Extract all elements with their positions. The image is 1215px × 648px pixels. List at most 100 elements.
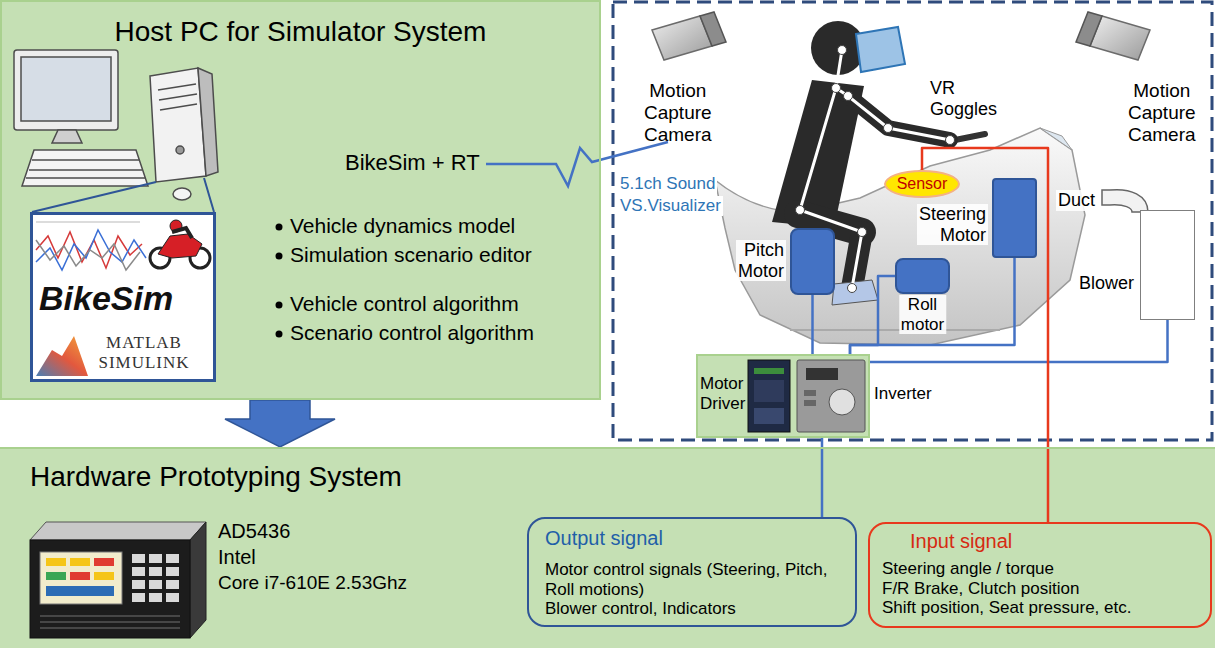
signal-heading: Input signal (882, 530, 1198, 553)
computer-icon (198, 68, 218, 176)
callout-line (204, 178, 214, 212)
computer-icon (52, 130, 82, 143)
motor-cable (811, 295, 814, 354)
signal-item: Shift position, Seat pressure, etc. (882, 598, 1198, 618)
ad5436-unit (94, 558, 114, 566)
ad5436-unit (30, 522, 206, 638)
motion-capture-camera (1076, 12, 1150, 60)
rig-boundary (613, 2, 1212, 440)
part-label: Motion Capture Camera (644, 80, 712, 146)
ad5436-unit (132, 554, 179, 602)
computer-icon (158, 84, 196, 90)
part-label: Steering Motor (917, 204, 988, 245)
panel-fill (0, 0, 601, 400)
bullet-item: Vehicle dynamics model (290, 214, 515, 238)
inverter-unit (806, 368, 838, 380)
callout-line (32, 178, 214, 212)
skeleton-markers (838, 46, 847, 55)
ad5436-unit (40, 615, 180, 617)
duct-shape (1102, 190, 1148, 212)
signal-item: Blower control, Indicators (545, 599, 841, 619)
ad5436-unit (132, 593, 145, 602)
motor-driver-box: Motor DriverInverter (696, 354, 870, 438)
panel-title: Host PC for Simulator System (2, 16, 599, 48)
model-name: AD5436 (218, 520, 290, 543)
inverter-unit (797, 360, 865, 432)
ad5436-unit (166, 554, 179, 563)
part-label: Inverter (874, 384, 932, 404)
motion-capture-camera (700, 12, 726, 46)
ad5436-unit (166, 580, 179, 589)
panel-fill (696, 354, 870, 438)
ad5436-unit (149, 580, 162, 589)
output-label: 5.1ch Sound (618, 174, 717, 194)
skeleton-markers (884, 124, 893, 133)
motor-driver-unit (748, 360, 790, 432)
signal-item: F/R Brake, Clutch position (882, 579, 1198, 599)
bullet-item: Vehicle control algorithm (290, 292, 519, 316)
panel-fill (0, 447, 1215, 648)
computer-icon (22, 150, 148, 186)
software-logo-box: BikeSimMATLAB SIMULINK (30, 212, 216, 382)
ad5436-unit (30, 540, 190, 638)
motorcycle-body (715, 128, 1085, 345)
bullet-dot (276, 253, 283, 260)
motor-driver-unit (748, 360, 790, 432)
spec-text: Core i7-610E 2.53Ghz (218, 572, 407, 594)
skeleton-markers (796, 206, 805, 215)
skeleton-markers (858, 228, 867, 237)
ad5436-unit (190, 522, 206, 638)
ad5436-unit (40, 627, 180, 629)
computer-icon (159, 94, 197, 100)
motor-cable (850, 276, 895, 354)
system-label: BikeSim + RT (345, 150, 480, 175)
ad5436-unit (166, 593, 179, 602)
ad5436-unit (30, 522, 206, 540)
matlab-logo (36, 336, 88, 376)
ad5436-unit (40, 552, 122, 604)
ad5436-unit (149, 554, 162, 563)
logo-text: MATLAB SIMULINK (91, 333, 197, 372)
inverter-unit (804, 400, 816, 406)
inverter-unit (804, 390, 816, 396)
rider-figure (856, 27, 905, 72)
motorbike-icon (150, 220, 210, 268)
spec-text: Intel (218, 546, 256, 569)
bullet-item: Scenario control algorithm (290, 321, 534, 345)
motion-capture-camera (1076, 12, 1102, 46)
output-signal-line (821, 438, 824, 517)
ad5436-unit (40, 616, 180, 628)
computer-icon (176, 146, 184, 154)
inverter-unit (797, 360, 865, 432)
computer-icon (32, 159, 139, 161)
computer-icon (14, 50, 118, 130)
computer-icon (29, 169, 142, 171)
computer-icon (26, 177, 145, 179)
bullet-dot (276, 224, 283, 338)
ad5436-unit (70, 558, 90, 566)
skeleton-markers (946, 136, 955, 145)
pitch-motor-box: Pitch Motor (790, 228, 835, 295)
part-label: Blower (1077, 273, 1136, 294)
bullet-item: Simulation scenario editor (290, 243, 532, 267)
signal-item: Steering angle / torque (882, 559, 1198, 579)
motor-driver-unit (754, 408, 784, 424)
panel-fill (30, 212, 216, 382)
motorcycle-body (1040, 128, 1072, 150)
ad5436-unit (46, 572, 66, 580)
motorcycle-body (790, 329, 1000, 331)
input-signal-box: Input signalSteering angle / torqueF/R B… (868, 522, 1212, 628)
ad5436-unit (132, 567, 145, 576)
inverter-unit (829, 389, 855, 415)
computer-icon (173, 188, 191, 200)
ad5436-unit (46, 558, 66, 566)
signal-item: Motor control signals (Steering, Pitch, … (545, 560, 841, 599)
rider-figure (772, 21, 950, 305)
part-label: Duct (1056, 190, 1097, 211)
computer-icon (21, 57, 111, 121)
chart-graphic (36, 222, 146, 270)
part-label: Pitch Motor (736, 240, 786, 281)
motor-driver-unit (754, 380, 784, 402)
